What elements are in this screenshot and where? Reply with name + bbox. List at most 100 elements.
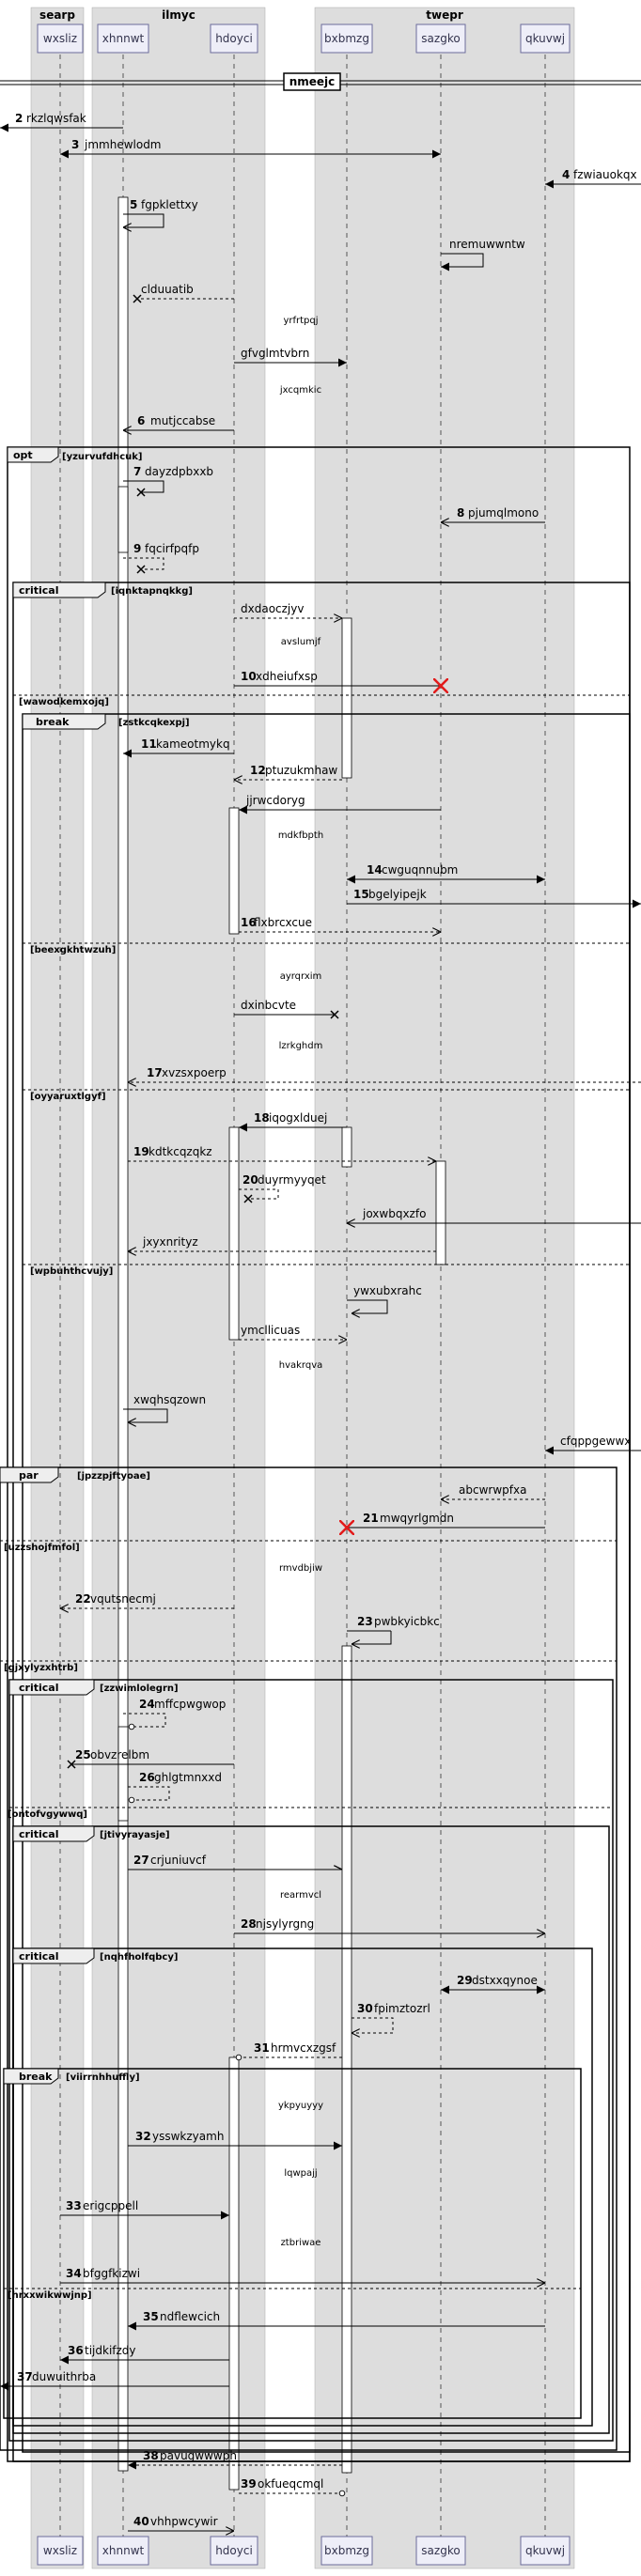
svg-text:12: 12	[250, 764, 266, 777]
svg-text:duwuithrba: duwuithrba	[32, 2370, 96, 2383]
svg-text:xdheiufxsp: xdheiufxsp	[256, 670, 318, 683]
group-twepr-box	[314, 7, 575, 2569]
message-31: 31 hrmvcxzgsf	[235, 2041, 342, 2061]
message-24: 24 mffcpwgwop	[123, 1698, 226, 1730]
svg-text:critical: critical	[19, 1682, 58, 1694]
svg-text:6: 6	[137, 414, 145, 427]
svg-text:ymcllicuas: ymcllicuas	[241, 1324, 300, 1337]
svg-text:[jpzzpjftyoae]: [jpzzpjftyoae]	[77, 1471, 150, 1482]
svg-text:7: 7	[133, 465, 141, 478]
group-twepr-label: twepr	[426, 8, 463, 22]
message-joxwbqxzfo: joxwbqxzfo	[347, 1207, 641, 1223]
svg-text:dxinbcvte: dxinbcvte	[241, 999, 296, 1012]
message-25: 25 obvzrelbm	[67, 1748, 234, 1769]
svg-text:qkuvwj: qkuvwj	[525, 32, 565, 45]
svg-text:28: 28	[241, 1917, 257, 1931]
svg-text:[wawodkemxojq]: [wawodkemxojq]	[19, 697, 109, 707]
message-29: 29 dstxxqynoe	[441, 1974, 545, 1994]
svg-text:duyrmyyqet: duyrmyyqet	[258, 1173, 326, 1187]
svg-text:abcwrwpfxa: abcwrwpfxa	[459, 1483, 526, 1497]
svg-text:opt: opt	[13, 449, 33, 461]
message-12: 12 ptuzukmhaw	[234, 764, 342, 780]
participant-xhnnwt: xhnnwt	[97, 23, 149, 54]
svg-text:joxwbqxzfo: joxwbqxzfo	[362, 1207, 426, 1220]
svg-text:critical: critical	[19, 1828, 58, 1840]
svg-text:cfqppgewwx: cfqppgewwx	[560, 1435, 631, 1448]
group-searp-box	[30, 7, 85, 2569]
message-35: 35 ndflewcich	[128, 2310, 545, 2331]
fragment-break-2: break [viirrnhhuffly] [hrxxwikwwjnp]	[3, 2068, 582, 2419]
message-13: jjrwcdoryg	[239, 794, 441, 815]
svg-text:16: 16	[241, 916, 257, 929]
svg-text:nremuwwntw: nremuwwntw	[449, 238, 525, 251]
svg-text:[zstkcqkexpj]: [zstkcqkexpj]	[118, 718, 190, 728]
svg-text:[gjxylyzxhtrb]: [gjxylyzxhtrb]	[4, 1663, 78, 1673]
message-ymcllicuas: ymcllicuas	[239, 1324, 347, 1340]
note: ykpyuyyy	[278, 2101, 323, 2111]
svg-text:[viirrnhhuffly]: [viirrnhhuffly]	[66, 2072, 140, 2083]
participant-sazgko: sazgko	[415, 23, 466, 54]
fragment-critical-4: critical [nqhfholfqbcy]	[12, 1948, 593, 2427]
svg-text:crjuniuvcf: crjuniuvcf	[150, 1854, 207, 1867]
svg-text:[zzwimlolegrn]: [zzwimlolegrn]	[100, 1684, 179, 1694]
svg-text:26: 26	[139, 1771, 155, 1784]
svg-text:23: 23	[357, 1615, 373, 1628]
svg-text:critical: critical	[19, 584, 58, 597]
message-5: 5 fgpklettxy	[123, 198, 198, 227]
svg-text:fpimztozrl: fpimztozrl	[374, 2002, 430, 2015]
svg-text:xhnnwt: xhnnwt	[102, 32, 145, 45]
svg-text:par: par	[19, 1469, 39, 1482]
message-nremuwwntw: nremuwwntw	[441, 238, 525, 272]
svg-text:5: 5	[130, 198, 137, 211]
note: ztbriwae	[281, 2238, 321, 2248]
message-9: 9 fqcirfpqfp	[123, 542, 199, 574]
activation-bar	[117, 1726, 129, 1822]
participant-wxsliz-footer: wxsliz	[37, 2536, 84, 2566]
activation-bar	[435, 1160, 446, 1265]
activation-bar	[228, 1126, 240, 1341]
note: yrfrtpqj	[283, 316, 318, 326]
svg-text:xhnnwt: xhnnwt	[102, 2544, 145, 2557]
svg-text:36: 36	[68, 2344, 84, 2357]
svg-text:8: 8	[457, 506, 464, 520]
message-gfvglmtvbrn: gfvglmtvbrn	[234, 347, 347, 367]
svg-text:20: 20	[242, 1173, 258, 1187]
svg-text:[ontofvgywwq]: [ontofvgywwq]	[8, 1809, 87, 1820]
svg-text:40: 40	[133, 2515, 149, 2528]
activation-bar	[341, 1645, 352, 2474]
message-3: 3 jmmhewlodm	[60, 138, 441, 159]
svg-text:[yzurvufdhcuk]: [yzurvufdhcuk]	[62, 452, 143, 462]
svg-text:17: 17	[147, 1066, 163, 1079]
svg-text:34: 34	[66, 2267, 82, 2280]
svg-text:hrmvcxzgsf: hrmvcxzgsf	[271, 2041, 336, 2055]
svg-text:ptuzukmhaw: ptuzukmhaw	[265, 764, 337, 777]
message-15: 15 bgelyipejk	[347, 888, 641, 908]
svg-text:gfvglmtvbrn: gfvglmtvbrn	[241, 347, 309, 360]
svg-text:okfueqcmql: okfueqcmql	[258, 2477, 323, 2491]
svg-text:hdoyci: hdoyci	[215, 32, 253, 45]
message-38: 38 pavugwwwph	[128, 2449, 342, 2470]
message-27: 27 crjuniuvcf	[128, 1854, 342, 1870]
svg-text:[iqnktapnqkkg]: [iqnktapnqkkg]	[111, 586, 193, 597]
message-cfqppgewwx: cfqppgewwx	[545, 1435, 641, 1455]
svg-text:pjumqlmono: pjumqlmono	[468, 506, 539, 520]
svg-text:2: 2	[15, 112, 23, 125]
group-searp-label: searp	[39, 8, 75, 22]
message-40: 40 vhhpwcywir	[128, 2515, 234, 2531]
svg-text:3: 3	[71, 138, 79, 151]
svg-text:break: break	[19, 2071, 53, 2083]
svg-text:jmmhewlodm: jmmhewlodm	[84, 138, 162, 151]
svg-text:dxdaoczjyv: dxdaoczjyv	[241, 602, 304, 615]
svg-text:critical: critical	[19, 1950, 58, 1963]
divider-nmeejc: nmeejc	[0, 72, 641, 91]
message-28: 28 njsylyrgng	[234, 1917, 545, 1933]
svg-text:xwqhsqzown: xwqhsqzown	[133, 1393, 206, 1406]
participant-wxsliz: wxsliz	[37, 23, 84, 54]
note: hvakrqva	[279, 1360, 323, 1371]
svg-text:18: 18	[254, 1111, 270, 1125]
svg-text:[hrxxwikwwjnp]: [hrxxwikwwjnp]	[8, 2290, 92, 2301]
fragment-par: par [jpzzpjftyoae] [uzzshojfmfol] [gjxyl…	[0, 1466, 618, 2451]
svg-text:[uzzshojfmfol]: [uzzshojfmfol]	[4, 1543, 80, 1553]
note: rmvdbjiw	[279, 1563, 322, 1574]
